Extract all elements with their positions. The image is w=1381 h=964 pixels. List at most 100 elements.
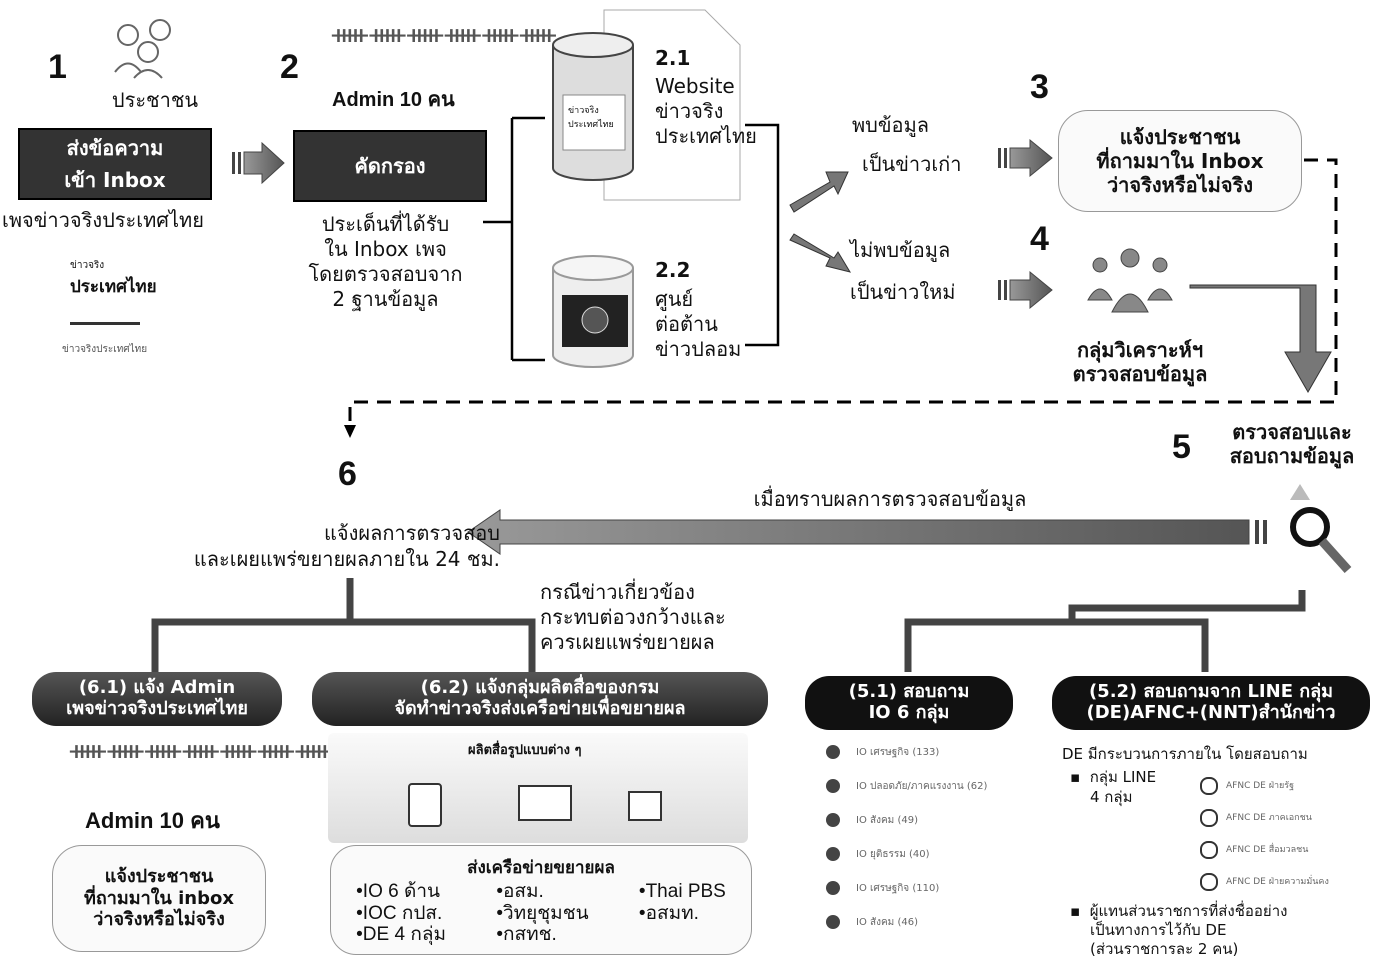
step2-number: 2 (280, 48, 299, 86)
io-group-icon (826, 847, 840, 861)
notfound-line1: ไม่พบข้อมูล (850, 238, 951, 262)
line-group-item: AFNC DE ฝ่ายรัฐ (1200, 770, 1329, 802)
io-group-label: IO สังคม (49) (856, 815, 918, 826)
s61-box-line: ที่ถามมาใน inbox (84, 887, 234, 909)
admin-label: Admin 10 คน (332, 89, 455, 111)
send-inbox-line2: เข้า Inbox (64, 168, 166, 192)
section-6-1-header: (6.1) แจ้ง Admin เพจข่าวจริงประเทศไทย (32, 672, 282, 726)
page-label: เพจข่าวจริงประเทศไทย (2, 208, 204, 232)
step2-desc: ประเด็นที่ได้รับ ใน Inbox เพจ โดยตรวจสอบ… (283, 212, 488, 312)
s61-admin-label: Admin 10 คน (85, 808, 220, 833)
step3-line: ว่าจริงหรือไม่จริง (1106, 173, 1254, 197)
s51-title1: (5.1) สอบถาม (848, 681, 970, 703)
line-group-icon (1200, 840, 1218, 859)
network-item: •IO 6 ด้าน (356, 880, 440, 902)
step3-number: 3 (1030, 68, 1049, 106)
step4-number: 4 (1030, 220, 1049, 258)
line-group-label: AFNC DE ฝ่ายรัฐ (1226, 781, 1295, 791)
s62-title1: (6.2) แจ้งกลุ่มผลิตสื่อของกรม (420, 677, 660, 699)
arrow-notfound (789, 233, 852, 273)
result-arrow-label: เมื่อทราบผลการตรวจสอบข้อมูล (753, 487, 1027, 511)
line-group-item: AFNC DE สื่อมวลชน (1200, 834, 1329, 866)
step2-desc-line: 2 ฐานข้อมูล (332, 287, 439, 311)
step4-line: กลุ่มวิเคราะห์ฯ (1076, 338, 1204, 362)
screening-box: คัดกรอง (293, 130, 487, 202)
section-5-1-header: (5.1) สอบถาม IO 6 กลุ่ม (805, 676, 1013, 730)
admin-figures-icon: ᚔᚔᚔᚔᚔᚔ (332, 20, 558, 50)
step3-line: ที่ถามมาใน Inbox (1096, 149, 1264, 173)
s52-bullet2-line: ▪ ผู้แทนส่วนราชการที่ส่งชื่ออย่าง (1070, 902, 1288, 920)
send-inbox-box: ส่งข้อความ เข้า Inbox (18, 128, 212, 200)
media-label: ผลิตสื่อรูปแบบต่าง ๆ (468, 743, 582, 758)
step3-line: แจ้งประชาชน (1119, 125, 1241, 149)
step1-number: 1 (48, 48, 67, 86)
step2-desc-line: โดยตรวจสอบจาก (308, 262, 463, 286)
notify-public-box: แจ้งประชาชน ที่ถามมาใน Inbox ว่าจริงหรือ… (1058, 110, 1302, 212)
io-group-item: IO สังคม (49) (826, 804, 1026, 838)
verify-label: ตรวจสอบและ สอบถามข้อมูล (1212, 420, 1372, 468)
step6-label: แจ้งผลการตรวจสอบ และเผยแพร่ขยายผลภายใน 2… (160, 520, 500, 572)
case-note-line: ควรเผยแพร่ขยายผล (540, 630, 715, 654)
line-group-label: AFNC DE ฝ่ายความมั่นคง (1226, 877, 1329, 887)
io-group-label: IO สังคม (46) (856, 917, 918, 928)
line-group-list: AFNC DE ฝ่ายรัฐ AFNC DE ภาคเอกชน AFNC DE… (1200, 770, 1329, 898)
db1-line: Website (655, 74, 735, 98)
s62-title2: จัดทำข่าวจริงส่งเครือข่ายเพื่อขยายผล (394, 698, 686, 719)
people-icon-1 (114, 19, 171, 79)
network-item: •อสม. (496, 880, 544, 902)
line-group-icon (1200, 872, 1218, 891)
notfound-line2: เป็นข่าวใหม่ (850, 280, 956, 304)
network-item: •อสมท. (638, 902, 699, 924)
db2-number: 2.2 (655, 258, 691, 282)
magnifier-icon (1290, 484, 1352, 574)
line-group-item: AFNC DE ภาคเอกชน (1200, 802, 1329, 834)
step2-desc-line: ใน Inbox เพจ (324, 237, 447, 261)
arrow-1-to-2 (232, 141, 285, 185)
section-5-2-header: (5.2) สอบถามจาก LINE กลุ่ม (DE)AFNC+(NNT… (1052, 676, 1370, 730)
step2-desc-line: ประเด็นที่ได้รับ (321, 212, 450, 236)
db1-label: Website ข่าวจริง ประเทศไทย (655, 74, 757, 149)
io-group-item: IO ปลอดภัย/ภาคแรงงาน (62) (826, 770, 1026, 804)
step5-line: ตรวจสอบและ (1232, 420, 1352, 444)
network-item: •วิทยุชุมชน (496, 902, 589, 924)
case-note: กรณีข่าวเกี่ยวข้อง กระทบต่อวงกว้างและ คว… (540, 580, 726, 655)
network-title: ส่งเครือข่ายขยายผล (467, 857, 615, 878)
line-group-label: AFNC DE สื่อมวลชน (1226, 845, 1309, 855)
db2-line: ศูนย์ (655, 287, 694, 311)
people-label: ประชาชน (111, 88, 199, 112)
step6-number: 6 (338, 455, 357, 493)
io-group-item: IO เศรษฐกิจ (133) (826, 736, 1026, 770)
db1-line: ประเทศไทย (655, 124, 757, 148)
media-illustration: ผลิตสื่อรูปแบบต่าง ๆ (328, 733, 748, 843)
s52-bullet1b: 4 กลุ่ม (1090, 787, 1133, 806)
db2-line: ต่อต้าน (655, 312, 718, 336)
logo-top: ข่าวจริง (70, 260, 105, 271)
found-line2: เป็นข่าวเก่า (862, 152, 962, 176)
monitor-icon (518, 785, 572, 821)
bracket-right (745, 123, 780, 347)
step6-line: และเผยแพร่ขยายผลภายใน 24 ชม. (193, 547, 500, 571)
logo-main: ประเทศไทย (70, 277, 157, 297)
line-group-label: AFNC DE ภาคเอกชน (1226, 813, 1312, 823)
io-group-item: IO เศรษฐกิจ (110) (826, 872, 1026, 906)
io-group-list: IO เศรษฐกิจ (133) IO ปลอดภัย/ภาคแรงงาน (… (826, 736, 1026, 940)
s61-box-line: แจ้งประชาชน (104, 866, 214, 888)
s61-title1: (6.1) แจ้ง Admin (78, 677, 236, 699)
s61-title2: เพจข่าวจริงประเทศไทย (66, 698, 248, 719)
io-group-label: IO ยุติธรรม (40) (856, 849, 930, 860)
analysis-group-label: กลุ่มวิเคราะห์ฯ ตรวจสอบข้อมูล (1040, 338, 1240, 386)
db2-label: ศูนย์ ต่อต้าน ข่าวปลอม (655, 287, 741, 362)
network-box: ส่งเครือข่ายขยายผล •IO 6 ด้าน •IOC กปส. … (330, 845, 752, 955)
io-group-label: IO เศรษฐกิจ (110) (856, 883, 940, 894)
analysts-icon (1087, 248, 1173, 313)
tablet-icon (628, 791, 662, 821)
phone-icon (408, 783, 442, 827)
logo-caption: ข่าวจริงประเทศไทย (62, 344, 148, 355)
io-group-item: IO ยุติธรรม (40) (826, 838, 1026, 872)
arrow-5-to-6 (467, 509, 1267, 555)
case-note-line: กรณีข่าวเกี่ยวข้อง (540, 580, 695, 604)
network-col2: •อสม. •วิทยุชุมชน •กสทช. (496, 881, 588, 947)
case-note-line: กระทบต่อวงกว้างและ (540, 605, 726, 629)
step4-line: ตรวจสอบข้อมูล (1072, 362, 1208, 386)
section-6-2-header: (6.2) แจ้งกลุ่มผลิตสื่อของกรม จัดทำข่าวจ… (312, 672, 768, 726)
